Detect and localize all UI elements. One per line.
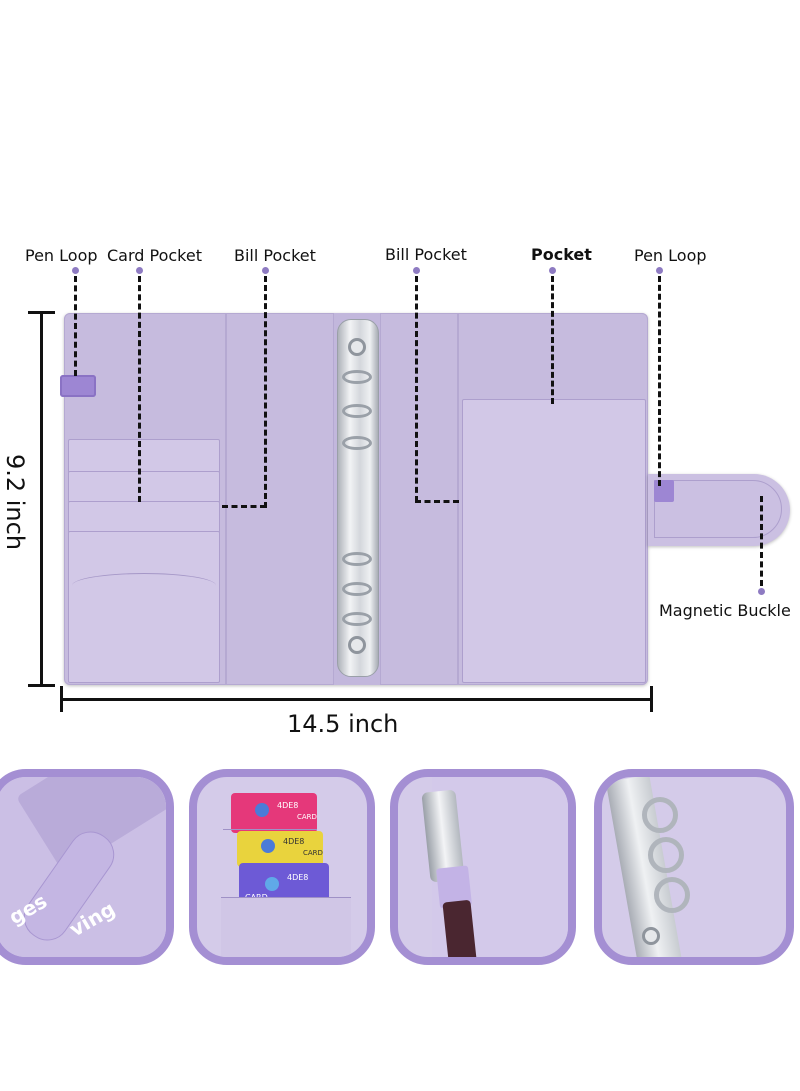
ring xyxy=(648,837,684,873)
leader-bill-pocket-left xyxy=(264,276,267,508)
pen-loop-right xyxy=(654,480,674,502)
ring xyxy=(342,552,372,566)
ring-mechanism xyxy=(337,319,379,677)
dimension-line-width xyxy=(62,698,652,701)
callout-bill-pocket-left: Bill Pocket xyxy=(234,246,316,265)
rivet xyxy=(348,636,366,654)
ring xyxy=(342,370,372,384)
leader-bill-pocket-right xyxy=(415,276,418,502)
strap-stitch xyxy=(654,480,782,538)
callout-pen-loop-left: Pen Loop xyxy=(25,246,98,265)
callout-pocket: Pocket xyxy=(531,245,592,264)
callout-dot xyxy=(72,267,79,274)
dimension-tick xyxy=(650,686,653,712)
ring xyxy=(642,797,678,833)
dimension-tick xyxy=(60,686,63,712)
callout-dot xyxy=(413,267,420,274)
ring xyxy=(342,404,372,418)
ring xyxy=(342,582,372,596)
leader-pen-loop-left xyxy=(74,276,77,376)
dimension-tick xyxy=(28,311,55,314)
bill-pocket-left xyxy=(226,313,334,685)
rivet xyxy=(348,338,366,356)
card-slot xyxy=(68,501,220,533)
slot-front xyxy=(221,897,351,957)
callout-dot xyxy=(656,267,663,274)
card-label: CARD xyxy=(303,849,323,857)
pocket-right xyxy=(462,399,646,683)
callout-card-pocket: Card Pocket xyxy=(107,246,202,265)
dimension-height-label: 9.2 inch xyxy=(1,453,29,551)
pocket-curve xyxy=(72,573,216,598)
callout-dot xyxy=(758,588,765,595)
bill-pocket-right xyxy=(380,313,458,685)
card-code: 4DE8 xyxy=(277,801,299,810)
card-yellow: 4DE8 CARD xyxy=(237,831,323,867)
card-slot xyxy=(68,471,220,503)
card-pocket-large xyxy=(68,531,220,683)
leader-bill-pocket-right-h xyxy=(415,500,459,503)
card-slot xyxy=(68,439,220,473)
thumbnail-rings xyxy=(594,769,794,965)
callout-dot xyxy=(549,267,556,274)
thumbnail-cover-buckle: ges ving xyxy=(0,769,174,965)
leader-card-pocket xyxy=(138,276,141,502)
thumbnail-card-slots: 4DE8 CARD 4DE8 CARD 4DE8 CARD xyxy=(189,769,375,965)
globe-icon xyxy=(265,877,279,891)
callout-dot xyxy=(262,267,269,274)
card-code: 4DE8 xyxy=(283,837,305,846)
slot-edge xyxy=(223,829,317,862)
dimension-tick xyxy=(28,684,55,687)
card-label: CARD xyxy=(297,813,317,821)
ring xyxy=(342,612,372,626)
binder-open xyxy=(60,313,648,685)
ring xyxy=(342,436,372,450)
globe-icon xyxy=(261,839,275,853)
ring xyxy=(654,877,690,913)
leader-pocket xyxy=(551,276,554,404)
leader-magnetic-buckle xyxy=(760,496,763,586)
dimension-width-label: 14.5 inch xyxy=(287,710,399,738)
globe-icon xyxy=(255,803,269,817)
callout-pen-loop-right: Pen Loop xyxy=(634,246,707,265)
callout-dot xyxy=(136,267,143,274)
rivet xyxy=(642,927,660,945)
leader-bill-pocket-left-h xyxy=(222,505,266,508)
card-pink: 4DE8 CARD xyxy=(231,793,317,833)
leader-pen-loop-right xyxy=(658,276,661,486)
thumbnail-pen-loop xyxy=(390,769,576,965)
pen-loop-left xyxy=(60,375,96,397)
callout-magnetic-buckle: Magnetic Buckle xyxy=(659,601,791,620)
callout-bill-pocket-right: Bill Pocket xyxy=(385,245,467,264)
card-code: 4DE8 xyxy=(287,873,309,882)
dimension-line-height xyxy=(40,313,43,685)
